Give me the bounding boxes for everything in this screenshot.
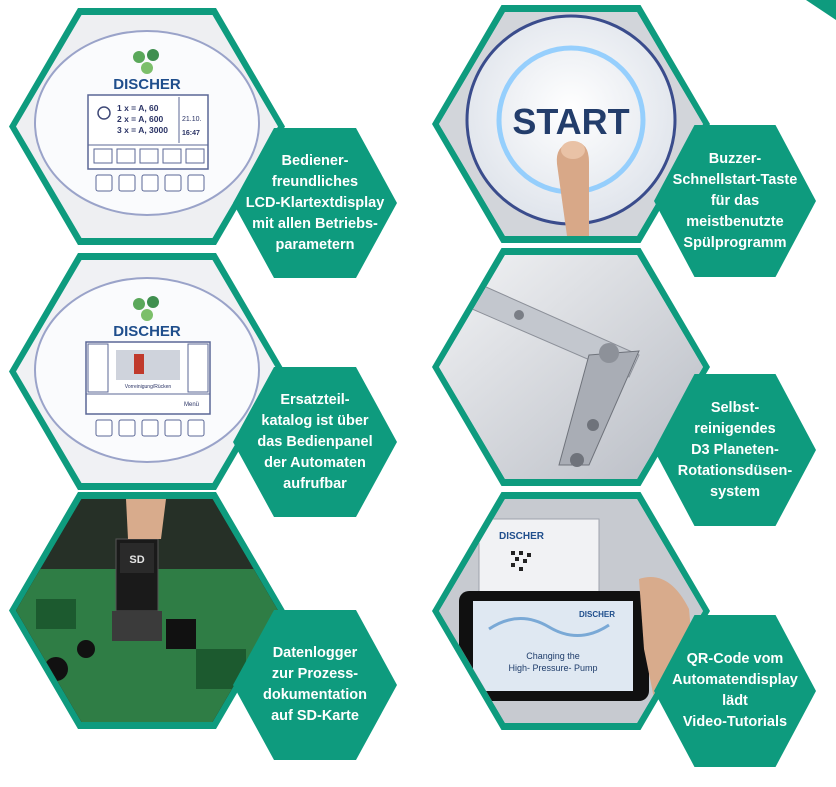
- catalog-menu: Menü: [184, 402, 199, 408]
- sd-card-label: SD: [129, 554, 144, 566]
- lcd-display-photo: DISCHER 1 x = A, 60 2 x = A, 600 3 x = A…: [9, 8, 285, 245]
- lcd-line-2: 2 x = A, 600: [117, 114, 164, 124]
- feature-nozzle-system-label: Selbst- reinigendes D3 Planeten- Rotatio…: [677, 399, 793, 500]
- nozzle-system-photo: [432, 248, 710, 486]
- catalog-caption: Vorreinigung/Rücken: [125, 384, 172, 390]
- lcd-brand: DISCHER: [113, 76, 181, 93]
- feature-data-logger-label: Datenlogger zur Prozess- dokumentation a…: [263, 645, 367, 724]
- lcd-date: 21.10.: [182, 116, 202, 123]
- parts-catalog-photo: DISCHER Vorreinigung/Rücken Menü: [9, 253, 285, 490]
- feature-lcd-display-label: Bediener- freundliches LCD-Klartextdispl…: [245, 152, 385, 253]
- feature-start-button-label: Buzzer- Schnellstart-Taste für das meist…: [672, 150, 798, 251]
- feature-nozzle-system: Selbst- reinigendes D3 Planeten- Rotatio…: [654, 374, 816, 526]
- start-label: START: [512, 101, 629, 142]
- lcd-line-1: 1 x = A, 60: [117, 103, 159, 113]
- feature-parts-catalog-label: Ersatzteil- katalog ist über das Bedienp…: [257, 391, 373, 492]
- phone-caption-line2: High- Pressure- Pump: [508, 663, 597, 673]
- corner-accent: [806, 0, 836, 20]
- qr-brand: DISCHER: [499, 531, 545, 542]
- feature-parts-catalog: Ersatzteil- katalog ist über das Bedienp…: [233, 367, 397, 517]
- lcd-line-3: 3 x = A, 3000: [117, 125, 168, 135]
- phone-brand: DISCHER: [579, 610, 615, 619]
- feature-qr-code-label: QR-Code vom Automatendisplay lädt Video-…: [672, 651, 798, 730]
- phone-caption-line1: Changing the: [526, 651, 580, 661]
- feature-lcd-display: Bediener- freundliches LCD-Klartextdispl…: [233, 128, 397, 278]
- feature-data-logger: Datenlogger zur Prozess- dokumentation a…: [233, 610, 397, 760]
- catalog-brand: DISCHER: [113, 323, 181, 340]
- lcd-time: 16:47: [182, 130, 200, 137]
